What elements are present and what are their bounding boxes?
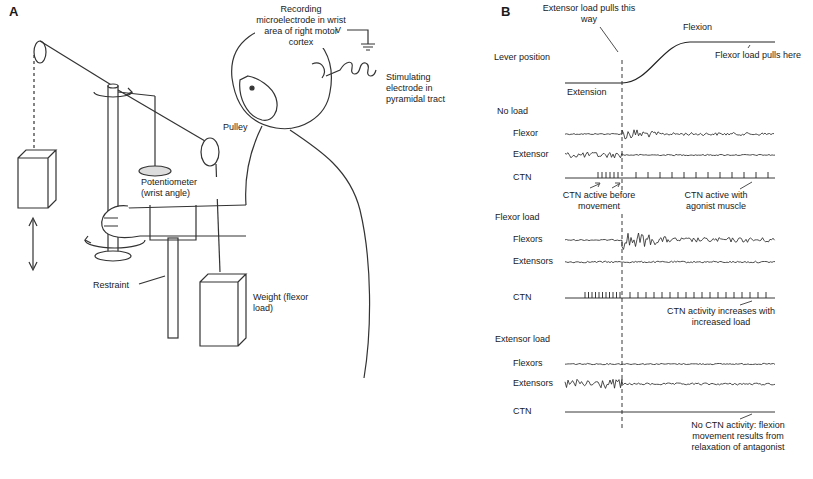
annotation-label: Flexor load pulls here	[712, 50, 804, 61]
pole-base	[95, 251, 131, 261]
emg-trace	[565, 152, 775, 158]
annotation-label: Flexor	[512, 128, 539, 139]
annotation-label: V	[330, 25, 346, 36]
annotation-label: Flexor load	[494, 212, 541, 223]
rotation-arrow	[85, 240, 145, 248]
annotation-label: CTN active before movement	[556, 190, 642, 212]
annotation-label: Flexors	[512, 234, 544, 245]
restraint-post	[168, 238, 178, 338]
spike-train	[565, 292, 775, 298]
leader-line	[740, 301, 752, 305]
monkey-arm	[128, 205, 246, 236]
rope	[118, 90, 205, 141]
emg-trace	[565, 363, 775, 364]
emg-trace	[565, 379, 775, 388]
leader-arrow	[612, 184, 619, 188]
leader-line	[740, 414, 752, 419]
spike-train	[565, 412, 775, 413]
weight-box	[18, 150, 56, 208]
annotation-label: Extensor load	[494, 334, 551, 345]
annotation-label: No load	[496, 106, 529, 117]
leader-arrow	[590, 184, 599, 188]
emg-traces	[565, 130, 775, 412]
leader-line	[600, 27, 618, 52]
monkey-hand	[102, 206, 140, 238]
spike-train	[565, 172, 775, 178]
annotation-label: Flexion	[682, 22, 713, 33]
annotation-label: Recording microelectrode in wrist area o…	[255, 4, 347, 48]
annotation-label: CTN	[512, 406, 533, 417]
emg-trace	[565, 130, 774, 139]
leader-line	[139, 276, 165, 284]
annotation-label: Restraint	[92, 280, 130, 291]
annotation-label: Extensor load pulls this way	[538, 3, 640, 25]
annotation-label: CTN activity increases with increased lo…	[650, 306, 792, 328]
annotation-label: Stimulating electrode in pyramidal tract	[385, 72, 459, 105]
annotation-label: Weight (flexor load)	[252, 292, 324, 314]
annotation-label: Extensor	[512, 149, 550, 160]
pulley	[201, 138, 219, 166]
panel-letter: B	[500, 4, 511, 20]
annotation-label: CTN	[512, 172, 533, 183]
leader-line	[748, 45, 750, 48]
emg-trace	[565, 261, 775, 263]
pulley	[34, 41, 46, 63]
annotation-label: Potentiometer (wrist angle)	[140, 177, 222, 199]
lever-position-trace	[565, 42, 775, 83]
annotation-label: Pulley	[222, 122, 249, 133]
annotation-label: Lever position	[493, 52, 551, 63]
potentiometer	[139, 166, 171, 176]
monkey-back	[290, 130, 370, 378]
annotation-label: Flexors	[512, 358, 544, 369]
annotation-label: Extensors	[512, 378, 554, 389]
annotation-label: No CTN activity: flexion movement result…	[672, 420, 804, 453]
stimulating-electrode	[326, 62, 376, 76]
arrowheads	[29, 218, 37, 270]
ground-symbol	[361, 44, 375, 50]
double-arrow	[32, 220, 33, 268]
rope	[33, 55, 34, 150]
emg-trace	[565, 233, 775, 249]
weight-box	[200, 274, 246, 346]
annotation-label: Extension	[566, 87, 608, 98]
annotation-label: CTN active with agonist muscle	[670, 190, 762, 212]
leader-line	[740, 182, 752, 189]
potentiometer-shaft	[154, 96, 155, 168]
monkey-ear	[312, 63, 324, 78]
monkey-face	[240, 76, 277, 120]
rope	[40, 41, 113, 86]
restraint	[150, 205, 196, 240]
annotation-label: CTN	[512, 292, 533, 303]
monkey-apparatus	[18, 16, 376, 378]
annotation-label: Extensors	[512, 256, 554, 267]
monkey-chest	[246, 126, 262, 205]
panel-letter: A	[8, 4, 19, 20]
